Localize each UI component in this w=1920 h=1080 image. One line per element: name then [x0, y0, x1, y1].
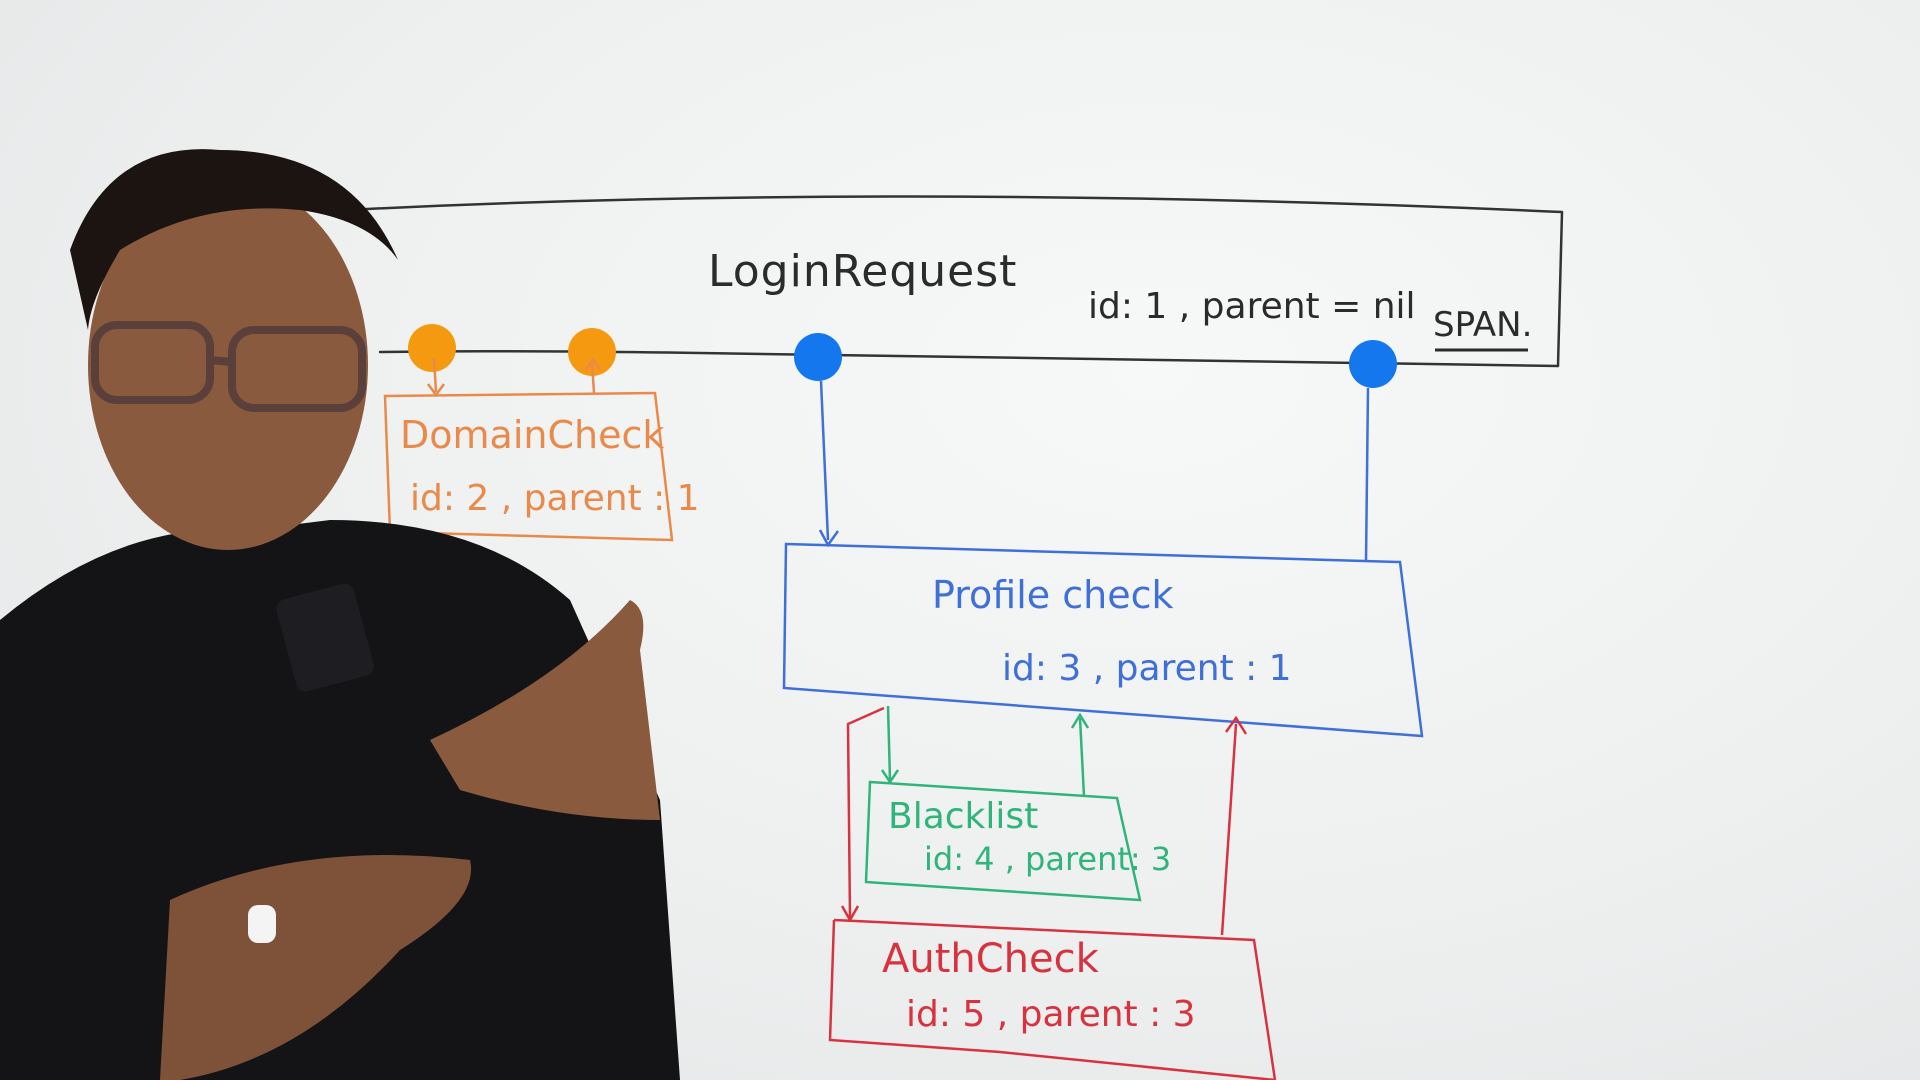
profile-check-box [782, 380, 1424, 738]
span-label: SPAN. [1433, 305, 1532, 345]
blacklist-meta: id: 4 , parent: 3 [924, 840, 1171, 878]
profile-check-title: Profile check [932, 573, 1174, 617]
profile-check-end-node [1349, 340, 1397, 388]
presenter-hair [70, 149, 398, 330]
root-span-meta: id: 1 , parent = nil [1088, 286, 1416, 327]
domain-check-box [383, 356, 674, 542]
auth-check-meta: id: 5 , parent : 3 [906, 994, 1196, 1035]
domain-check-start-node [408, 324, 456, 372]
domain-check-meta: id: 2 , parent : 1 [410, 478, 700, 519]
auth-check-title: AuthCheck [882, 936, 1100, 982]
root-span-title: LoginRequest [708, 246, 1017, 297]
microphone-icon [276, 583, 374, 692]
profile-check-start-node [794, 333, 842, 381]
presenter [0, 149, 680, 1080]
blacklist-title: Blacklist [888, 796, 1038, 837]
auth-check-box [828, 706, 1277, 1080]
profile-check-meta: id: 3 , parent : 1 [1002, 648, 1292, 689]
presenter-hand [430, 600, 660, 820]
presenter-lower-hand [160, 855, 472, 1080]
domain-check-end-node [568, 328, 616, 376]
blacklist-box [864, 705, 1142, 902]
whiteboard-marker [248, 905, 276, 943]
domain-check-title: DomainCheck [400, 413, 664, 457]
glasses-icon [91, 321, 366, 412]
